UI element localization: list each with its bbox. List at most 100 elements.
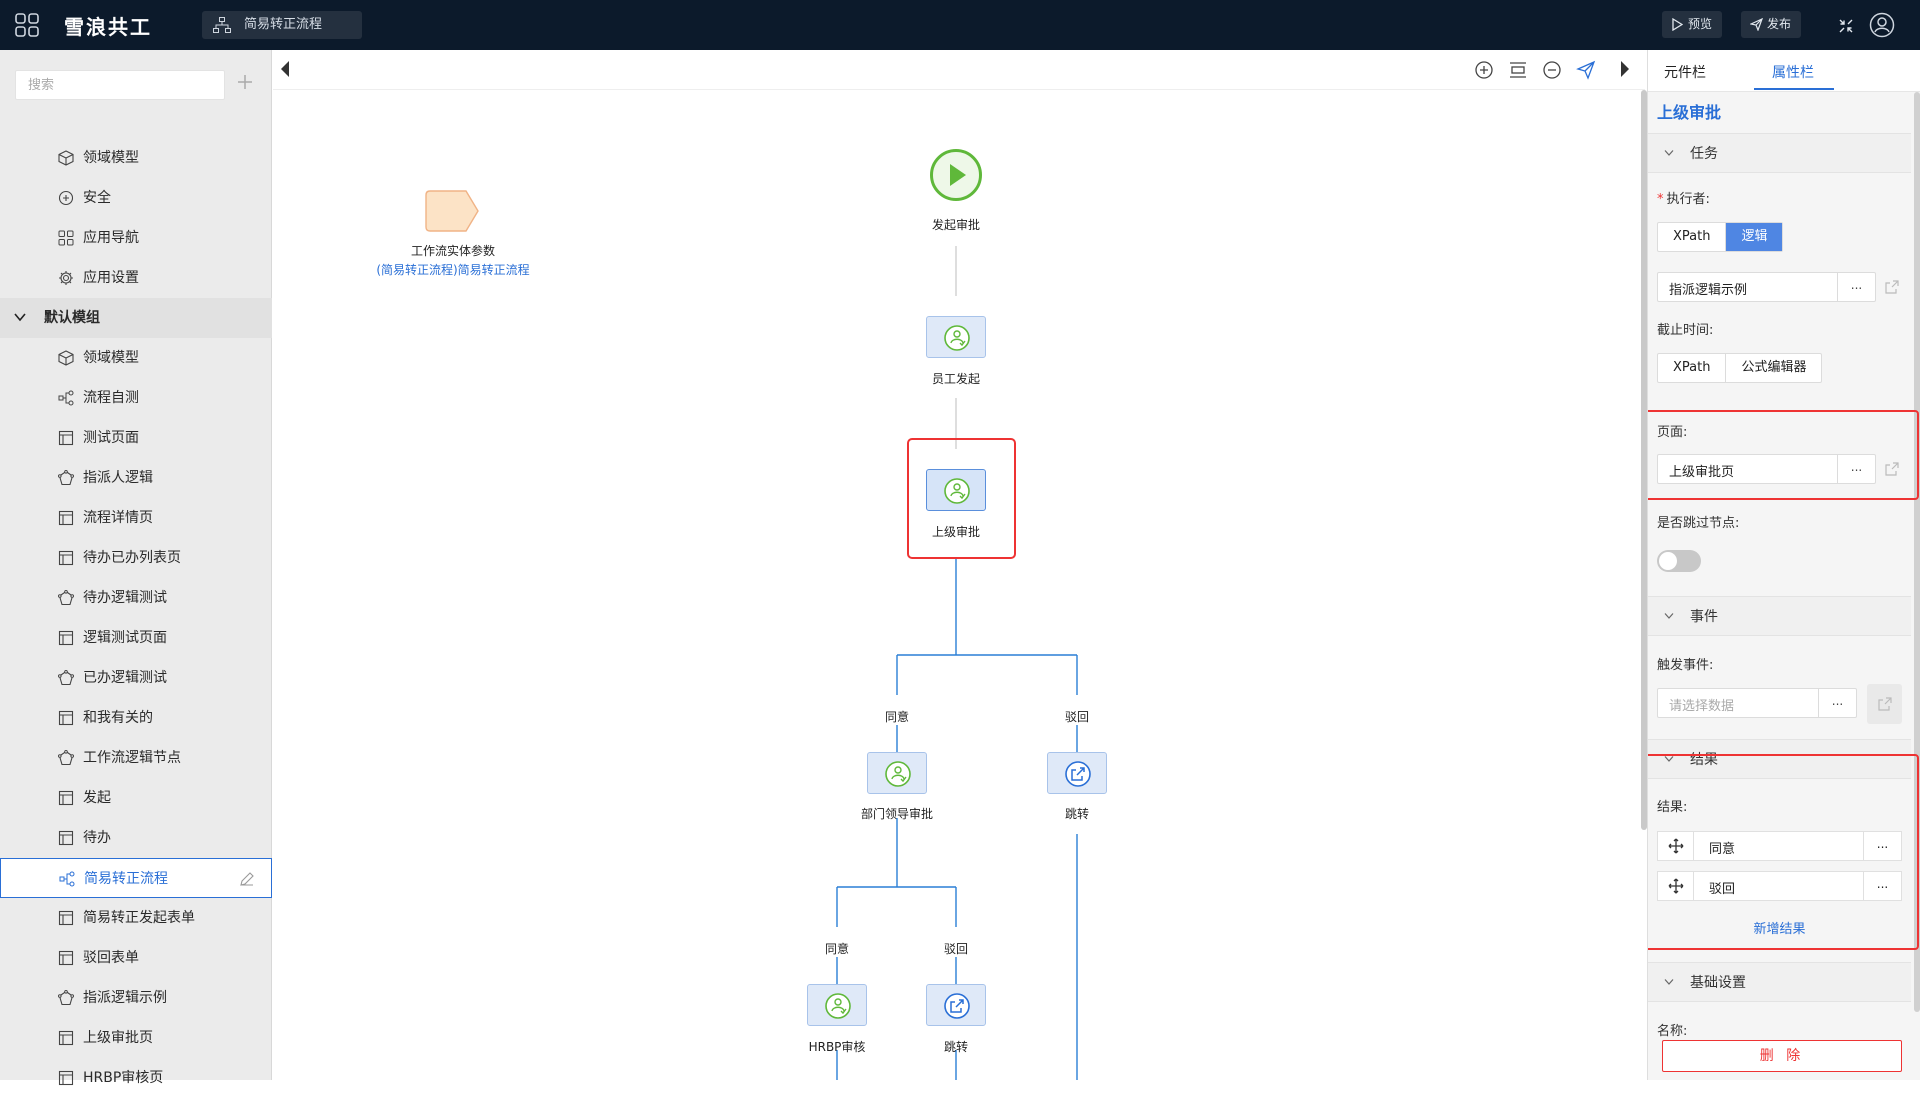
flow-canvas[interactable]: 工作流实体参数 (简易转正流程)简易转正流程 发起审批 员工发起 上级审批 同意… <box>273 50 1645 1080</box>
node-jump-2[interactable] <box>926 984 986 1026</box>
page-picker[interactable]: 上级审批页 ... <box>1657 454 1876 484</box>
sidebar-item[interactable]: 指派人逻辑 <box>0 458 272 498</box>
executor-opt-logic[interactable]: 逻辑 <box>1725 223 1783 251</box>
sidebar-item-label: 领域模型 <box>83 150 139 166</box>
canvas-scrollbar[interactable] <box>1641 90 1647 830</box>
section-basic-header[interactable]: 基础设置 <box>1648 962 1911 1002</box>
deadline-opt-formula[interactable]: 公式编辑器 <box>1725 354 1821 382</box>
sidebar-item-label: 已办逻辑测试 <box>83 670 167 686</box>
section-task-header[interactable]: 任务 <box>1648 133 1911 173</box>
drag-handle[interactable] <box>1658 832 1694 860</box>
flow-connectors <box>836 246 1078 1080</box>
sidebar: 领域模型安全应用导航应用设置默认模组领域模型流程自测测试页面指派人逻辑流程详情页… <box>0 50 272 1086</box>
sidebar-item[interactable]: 工作流逻辑节点 <box>0 738 272 778</box>
sidebar-item-label: 领域模型 <box>83 350 139 366</box>
external-link-icon[interactable] <box>1884 279 1900 295</box>
panel-scrollbar[interactable] <box>1914 92 1920 1012</box>
sidebar-item[interactable]: 待办 <box>0 818 272 858</box>
executor-more-button[interactable]: ... <box>1837 273 1875 301</box>
deadline-opt-xpath[interactable]: XPath <box>1673 360 1711 375</box>
logic-icon <box>58 590 74 606</box>
preview-button[interactable]: 预览 <box>1662 11 1723 38</box>
sidebar-item[interactable]: 驳回表单 <box>0 938 272 978</box>
tab-components[interactable]: 元件栏 <box>1664 65 1706 81</box>
param-node-title: 工作流实体参数 <box>410 244 496 258</box>
play-outline-icon <box>1672 18 1683 31</box>
sidebar-item-label: 待办已办列表页 <box>83 550 181 566</box>
sidebar-item[interactable]: 领域模型 <box>0 338 272 378</box>
drag-handle[interactable] <box>1658 872 1694 900</box>
apps-grid-icon[interactable] <box>14 12 40 38</box>
fit-view-icon[interactable] <box>1508 60 1528 80</box>
zoom-out-icon[interactable] <box>1542 60 1562 80</box>
delete-button[interactable]: 删 除 <box>1662 1040 1902 1072</box>
node-hrbp[interactable] <box>807 984 867 1026</box>
trigger-external-button[interactable] <box>1867 684 1902 724</box>
section-event-header[interactable]: 事件 <box>1648 596 1911 636</box>
external-link-icon[interactable] <box>1884 461 1900 477</box>
param-node-shape[interactable] <box>425 190 481 232</box>
top-bar: 雪浪共工 简易转正流程 预览 发布 <box>0 0 1920 50</box>
collapse-left-icon[interactable] <box>279 60 291 78</box>
result-row[interactable]: 驳回 ... <box>1657 871 1902 901</box>
user-avatar-icon[interactable] <box>1869 12 1895 38</box>
workflow-tab-label: 简易转正流程 <box>244 17 323 32</box>
sidebar-item-label: 待办逻辑测试 <box>83 590 167 606</box>
sidebar-item[interactable]: 应用设置 <box>0 258 272 298</box>
sidebar-item-label: 简易转正发起表单 <box>83 910 195 926</box>
sidebar-item[interactable]: 简易转正流程 <box>0 858 272 898</box>
sidebar-item[interactable]: 待办逻辑测试 <box>0 578 272 618</box>
send-test-icon[interactable] <box>1576 60 1596 80</box>
node-jump-1[interactable] <box>1047 752 1107 794</box>
node-dept-leader[interactable] <box>867 752 927 794</box>
result-more-button[interactable]: ... <box>1863 832 1901 860</box>
sidebar-item[interactable]: 指派逻辑示例 <box>0 978 272 1018</box>
compress-icon[interactable] <box>1838 18 1854 34</box>
move-icon <box>1668 878 1684 894</box>
sidebar-item-label: 待办 <box>83 830 111 846</box>
add-result-link[interactable]: 新增结果 <box>1753 922 1806 937</box>
tab-properties[interactable]: 属性栏 <box>1772 65 1814 81</box>
result-more-button[interactable]: ... <box>1863 872 1901 900</box>
trigger-more-button[interactable]: ... <box>1818 689 1856 717</box>
sidebar-item[interactable]: 领域模型 <box>0 138 272 178</box>
result-row[interactable]: 同意 ... <box>1657 831 1902 861</box>
sidebar-item[interactable]: 和我有关的 <box>0 698 272 738</box>
flow-icon <box>58 390 74 406</box>
sidebar-item[interactable]: 测试页面 <box>0 418 272 458</box>
sidebar-item[interactable]: 发起 <box>0 778 272 818</box>
section-result-header[interactable]: 结果 <box>1648 739 1911 779</box>
node-employee[interactable] <box>926 316 986 358</box>
selected-node-frame <box>907 438 1016 559</box>
trigger-event-picker[interactable]: 请选择数据 ... <box>1657 688 1857 718</box>
green-node-icon <box>825 993 851 1019</box>
sidebar-group-header[interactable]: 默认模组 <box>0 298 272 338</box>
sidebar-group-label: 默认模组 <box>44 310 100 326</box>
sidebar-item[interactable]: 流程详情页 <box>0 498 272 538</box>
sidebar-item[interactable]: 待办已办列表页 <box>0 538 272 578</box>
sidebar-item[interactable]: 上级审批页 <box>0 1018 272 1058</box>
page-more-button[interactable]: ... <box>1837 455 1875 483</box>
sidebar-item[interactable]: 安全 <box>0 178 272 218</box>
workflow-tab[interactable]: 简易转正流程 <box>202 11 362 39</box>
sidebar-item[interactable]: 逻辑测试页面 <box>0 618 272 658</box>
edit-pencil-icon[interactable] <box>239 871 255 887</box>
search-input[interactable] <box>15 70 225 100</box>
cube-icon <box>58 350 74 366</box>
sidebar-item[interactable]: 应用导航 <box>0 218 272 258</box>
start-play-icon[interactable] <box>929 148 983 202</box>
publish-button[interactable]: 发布 <box>1741 11 1802 38</box>
node-superior[interactable] <box>926 469 986 511</box>
chevron-down-icon <box>1664 756 1674 762</box>
collapse-right-icon[interactable] <box>1619 60 1631 78</box>
skip-node-toggle[interactable] <box>1657 550 1701 572</box>
sidebar-item[interactable]: HRBP审核页 <box>0 1058 272 1098</box>
sidebar-item[interactable]: 简易转正发起表单 <box>0 898 272 938</box>
executor-opt-xpath[interactable]: XPath <box>1673 229 1711 244</box>
sidebar-item-label: 简易转正流程 <box>84 871 168 887</box>
zoom-in-icon[interactable] <box>1474 60 1494 80</box>
executor-picker[interactable]: 指派逻辑示例 ... <box>1657 272 1876 302</box>
sidebar-item[interactable]: 流程自测 <box>0 378 272 418</box>
sidebar-item[interactable]: 已办逻辑测试 <box>0 658 272 698</box>
add-icon[interactable] <box>236 73 254 91</box>
